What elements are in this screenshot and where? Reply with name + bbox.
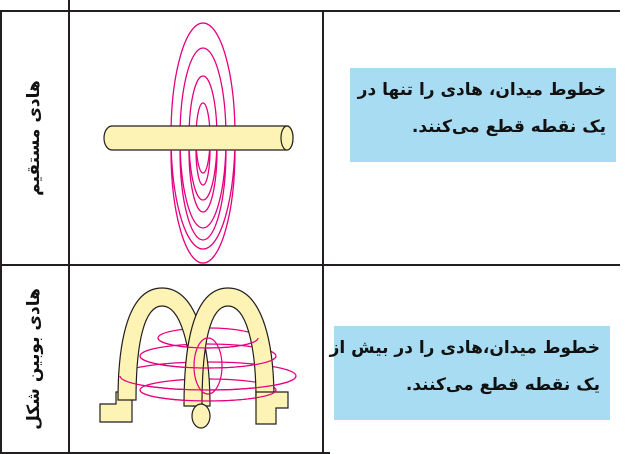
field-lines-front — [119, 337, 297, 402]
row-label-text: هادی بوبین شکل — [24, 288, 45, 430]
straight-conductor-field-icon — [103, 22, 294, 264]
label-column-divider — [68, 0, 70, 454]
description-box-straight: خطوط میدان، هادی را تنها در یک نقطه قطع … — [350, 68, 616, 162]
coil-arch-1 — [117, 287, 211, 407]
description-line-1: خطوط میدان،هادی را در بیش از — [329, 338, 600, 358]
coil-conductor — [99, 287, 289, 429]
row-label-coil: هادی بوبین شکل — [2, 266, 66, 452]
straight-rod — [103, 125, 294, 151]
description-line-2: یک نقطه قطع می‌کنند. — [411, 117, 606, 137]
row-divider — [0, 264, 620, 266]
table-bottom-border — [0, 452, 330, 454]
row-label-text: هادی مستقیم — [24, 80, 45, 196]
field-lines-front — [170, 149, 236, 264]
row-label-straight: هادی مستقیم — [2, 12, 66, 264]
description-box-coil: خطوط میدان،هادی را در بیش از یک نقطه قطع… — [329, 326, 610, 420]
table-left-border — [0, 10, 2, 454]
description-line-1: خطوط میدان، هادی را تنها در — [357, 80, 606, 100]
coil-right-end — [255, 391, 289, 425]
coil-conductor-field-icon — [99, 287, 297, 429]
table-top-border — [0, 10, 620, 12]
figure-column-divider — [322, 10, 324, 454]
description-line-2: یک نقطه قطع می‌کنند. — [405, 375, 600, 395]
